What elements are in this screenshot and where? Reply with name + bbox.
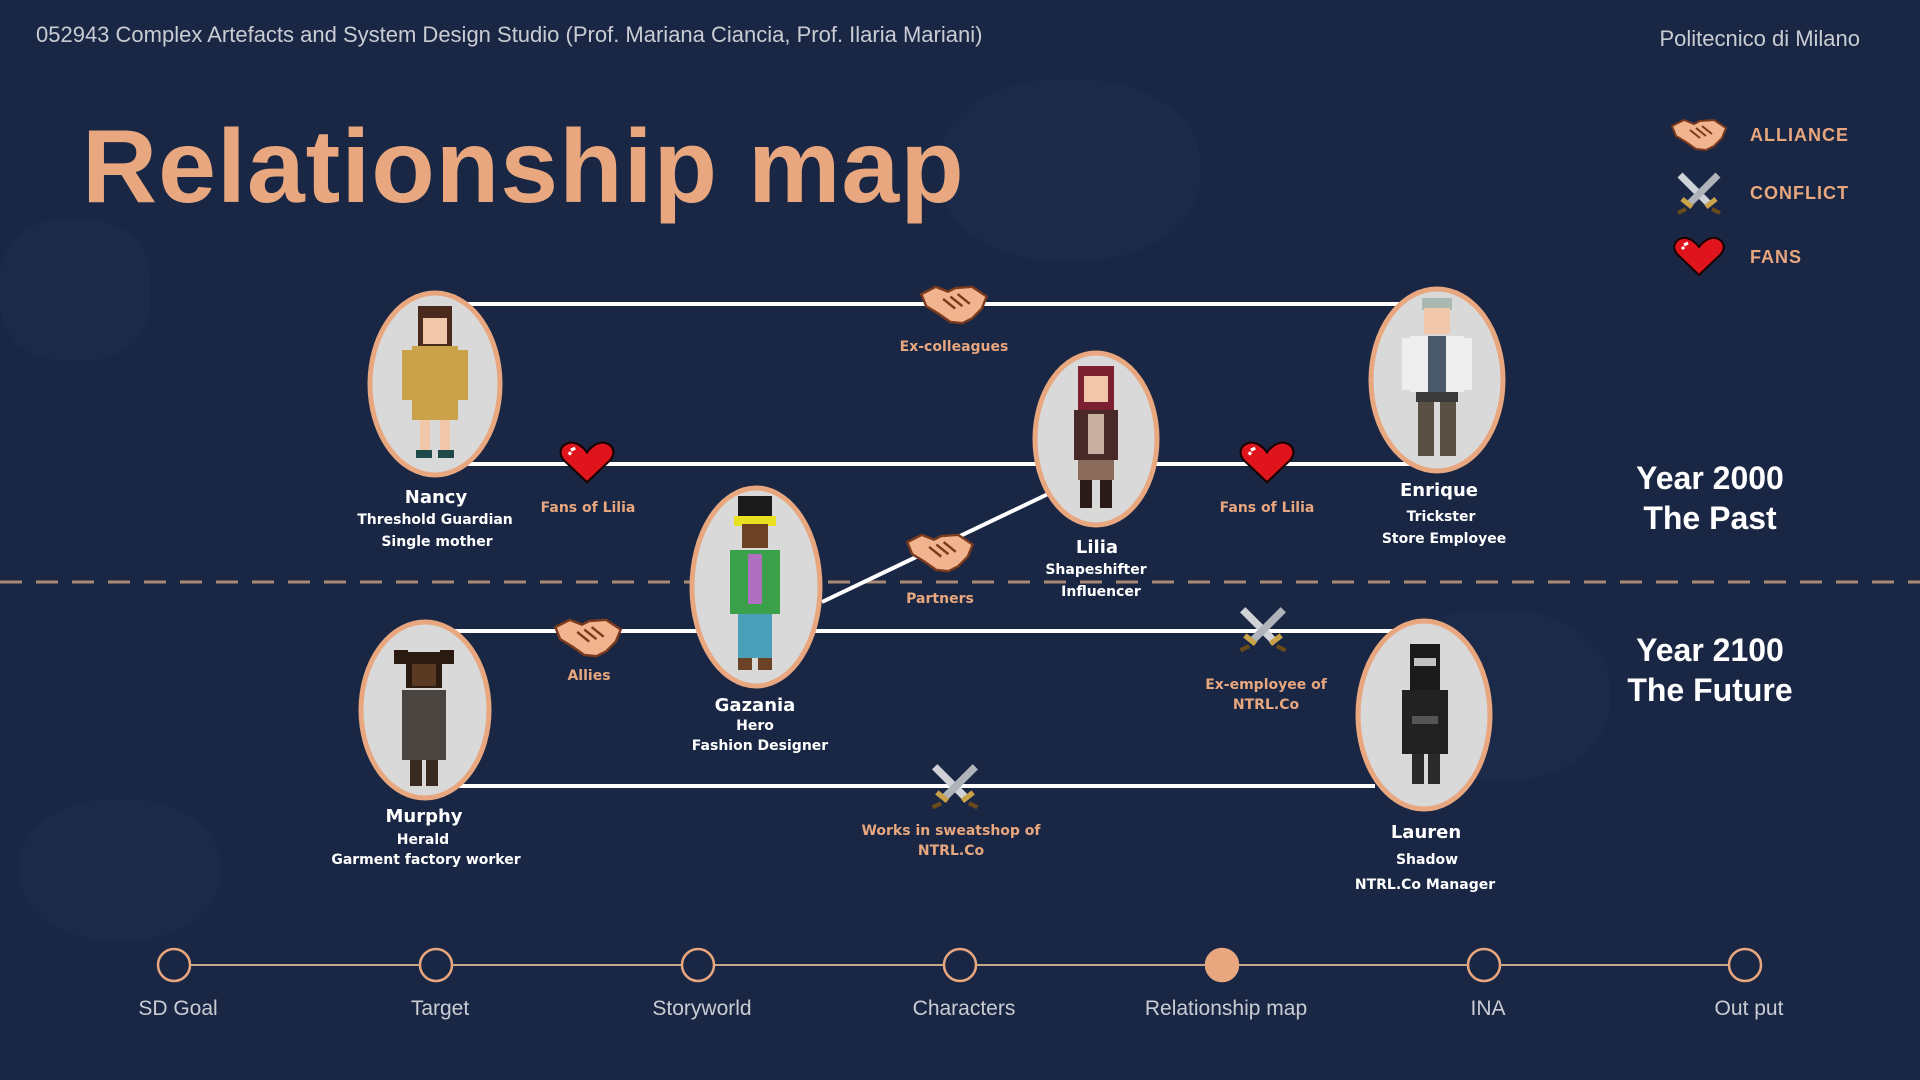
crossed-swords-icon — [1677, 172, 1721, 215]
character-murphy — [358, 619, 492, 801]
period-name: The Future — [1627, 672, 1793, 708]
enrique-pixel-figure — [1402, 298, 1472, 456]
character-role: Influencer — [1061, 584, 1141, 600]
handshake-icon — [920, 285, 988, 325]
character-gazania — [689, 485, 823, 689]
character-name: Nancy — [405, 487, 468, 508]
handshake-icon — [554, 618, 622, 658]
relationship-label: Fans of Lilia — [1220, 500, 1315, 516]
murphy-pixel-figure — [394, 650, 454, 786]
character-archetype: Herald — [397, 832, 449, 848]
period-future: Year 2100 The Future — [1600, 630, 1820, 710]
course-title: 052943 Complex Artefacts and System Desi… — [36, 22, 983, 47]
character-nancy — [367, 290, 503, 478]
relationship-label: Ex-employee of — [1205, 677, 1328, 693]
nav-item-ina[interactable]: INA — [1470, 997, 1506, 1020]
nav-dots — [156, 947, 1763, 983]
lauren-pixel-figure — [1402, 644, 1448, 784]
character-role: Garment factory worker — [331, 852, 520, 868]
nav-dot-out-put[interactable] — [1727, 947, 1763, 983]
character-name: Lilia — [1076, 537, 1118, 558]
lilia-pixel-figure — [1074, 366, 1118, 508]
character-name: Murphy — [385, 806, 462, 827]
character-archetype: Threshold Guardian — [357, 512, 513, 528]
character-name: Gazania — [715, 695, 796, 716]
relationship-label: NTRL.Co — [918, 843, 985, 859]
character-archetype: Hero — [736, 718, 774, 734]
character-role: NTRL.Co Manager — [1355, 877, 1495, 893]
page-title: Relationship map — [82, 109, 965, 225]
nav-dot-sd-goal[interactable] — [156, 947, 192, 983]
period-past: Year 2000 The Past — [1600, 458, 1820, 538]
character-role: Single mother — [381, 534, 492, 550]
legend-label: FANS — [1750, 246, 1803, 267]
character-archetype: Trickster — [1407, 509, 1476, 525]
nav-dot-relationship-map[interactable] — [1204, 947, 1240, 983]
relationship-label: NTRL.Co — [1233, 697, 1300, 713]
nav-item-sd-goal[interactable]: SD Goal — [138, 997, 218, 1020]
relationship-label: Allies — [567, 668, 610, 684]
background-shape — [20, 800, 220, 940]
character-lauren — [1355, 618, 1493, 812]
background-shape — [940, 80, 1200, 260]
character-name: Lauren — [1391, 822, 1461, 843]
period-year: Year 2000 — [1636, 460, 1784, 496]
university-name: Politecnico di Milano — [1659, 26, 1860, 51]
character-archetype: Shadow — [1396, 852, 1458, 868]
legend-conflict: CONFLICT — [1670, 170, 1849, 216]
character-enrique — [1368, 286, 1506, 474]
nav-item-characters[interactable]: Characters — [912, 997, 1016, 1020]
nav-dot-storyworld[interactable] — [680, 947, 716, 983]
character-archetype: Shapeshifter — [1045, 562, 1146, 578]
legend-label: CONFLICT — [1750, 182, 1849, 203]
relationship-label: Fans of Lilia — [541, 500, 636, 516]
nav-dot-characters[interactable] — [942, 947, 978, 983]
character-lilia — [1032, 350, 1160, 528]
nav-item-out-put[interactable]: Out put — [1714, 997, 1784, 1020]
background-shape — [0, 220, 150, 360]
handshake-icon — [906, 533, 974, 573]
legend-fans: FANS — [1670, 234, 1802, 280]
character-role: Store Employee — [1382, 531, 1506, 547]
period-year: Year 2100 — [1636, 632, 1784, 668]
nav-item-relationship-map[interactable]: Relationship map — [1144, 997, 1308, 1020]
heart-icon — [558, 440, 616, 484]
nav-dot-target[interactable] — [418, 947, 454, 983]
nav-item-storyworld[interactable]: Storyworld — [652, 997, 752, 1020]
nancy-pixel-figure — [402, 306, 468, 458]
relationship-label: Works in sweatshop of — [861, 823, 1041, 839]
handshake-icon — [1670, 118, 1728, 152]
heart-icon — [1238, 440, 1296, 484]
character-name: Enrique — [1400, 480, 1478, 501]
nav-dot-ina[interactable] — [1466, 947, 1502, 983]
period-name: The Past — [1643, 500, 1777, 536]
legend-label: ALLIANCE — [1750, 124, 1849, 145]
relationship-label: Partners — [906, 591, 974, 607]
nav-item-target[interactable]: Target — [410, 997, 470, 1020]
character-role: Fashion Designer — [692, 738, 828, 754]
gazania-pixel-figure — [730, 496, 780, 670]
legend-alliance: ALLIANCE — [1670, 112, 1849, 158]
relationship-label: Ex-colleagues — [900, 339, 1009, 355]
heart-icon — [1673, 236, 1725, 277]
